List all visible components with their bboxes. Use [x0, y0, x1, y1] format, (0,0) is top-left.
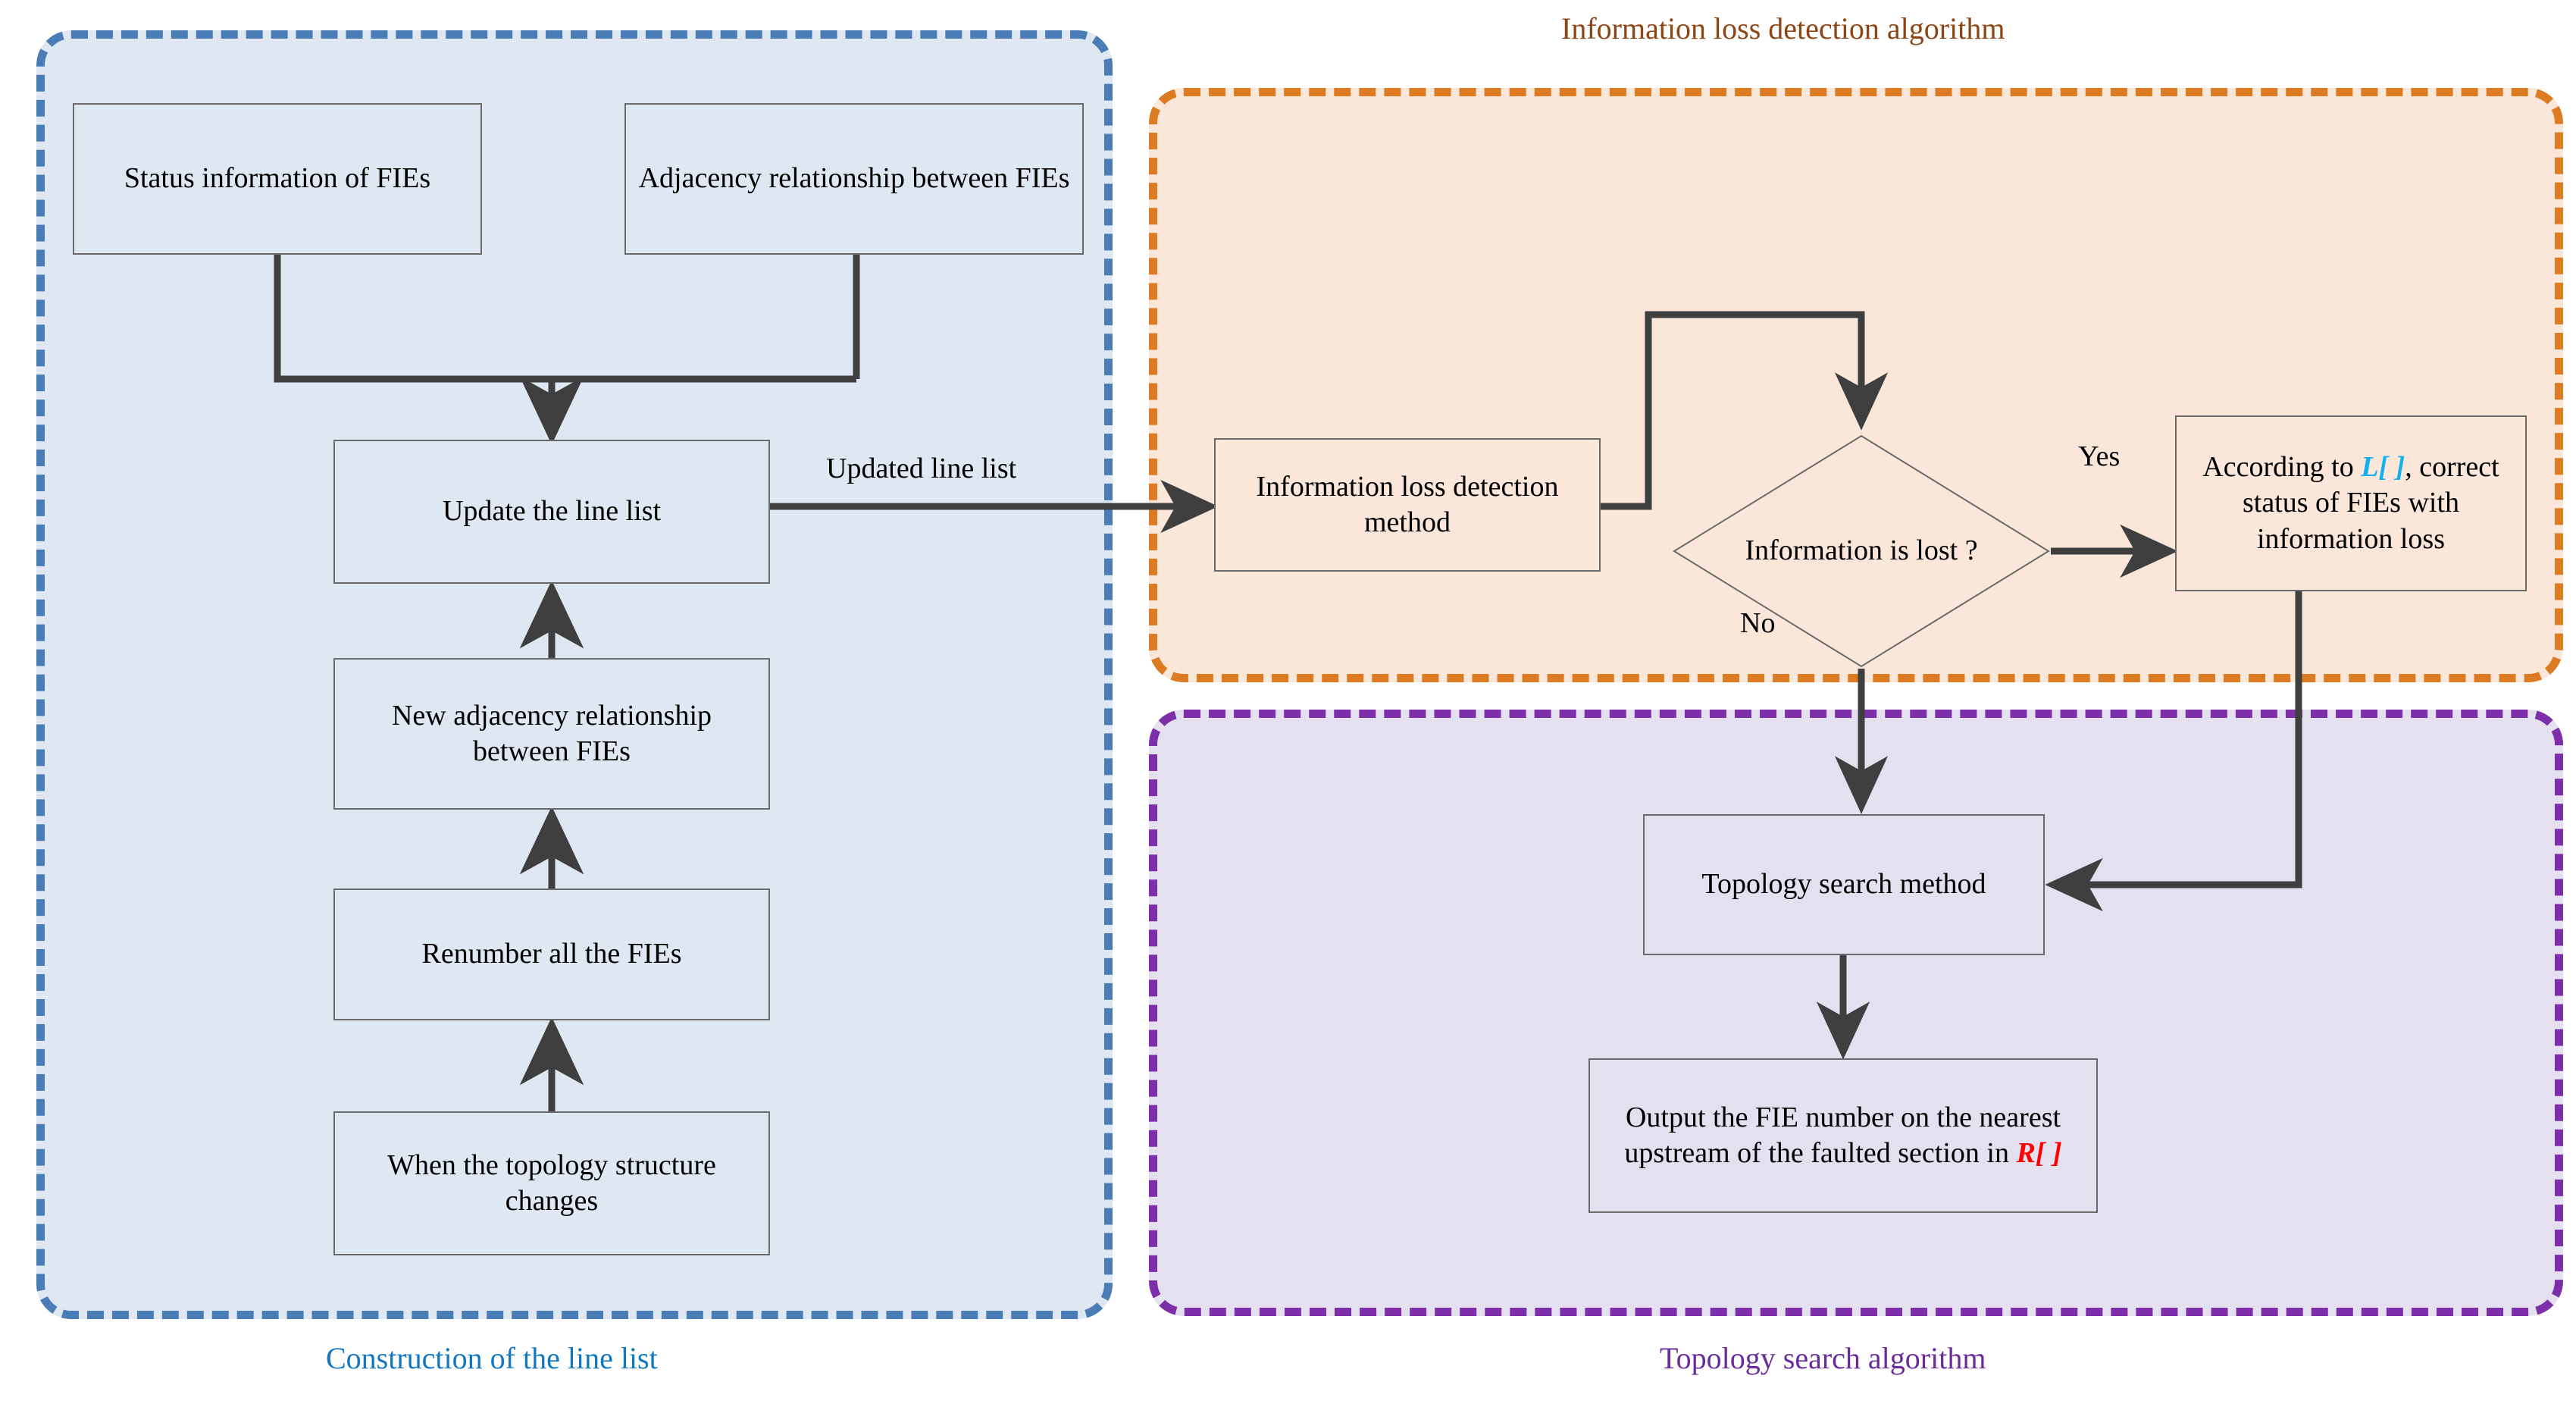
- node-decision-information-is-lost[interactable]: Information is lost ?: [1672, 434, 2051, 669]
- node-renumber-all-the-fies[interactable]: Renumber all the FIEs: [333, 888, 770, 1020]
- node-new-adjacency-relationship-between-fies[interactable]: New adjacency relationship between FIEs: [333, 658, 770, 810]
- node-decision-label: Information is lost ?: [1745, 534, 1978, 567]
- node-when-topology-structure-changes[interactable]: When the topology structure changes: [333, 1111, 770, 1255]
- edge-label-yes: Yes: [2078, 440, 2121, 472]
- according-suffix: , correct status of FIEs with informatio…: [2242, 450, 2499, 555]
- node-output-fie-number[interactable]: Output the FIE number on the nearest ups…: [1588, 1058, 2098, 1213]
- edge-label-updated-line-list: Updated line list: [826, 453, 1017, 484]
- node-information-loss-detection-method[interactable]: Information loss detection method: [1214, 438, 1601, 572]
- output-prefix: Output the FIE number on the nearest ups…: [1624, 1101, 2061, 1170]
- caption-information-loss-detection-algorithm: Information loss detection algorithm: [1561, 11, 2005, 45]
- caption-topology-search-algorithm: Topology search algorithm: [1660, 1341, 1986, 1375]
- node-according-to-l-correct-status[interactable]: According to L[ ], correct status of FIE…: [2175, 415, 2527, 591]
- according-prefix: According to: [2202, 450, 2362, 483]
- node-output-text: Output the FIE number on the nearest ups…: [1598, 1100, 2089, 1172]
- node-adjacency-relationship-between-fies[interactable]: Adjacency relationship between FIEs: [624, 103, 1084, 255]
- node-status-information-of-fies[interactable]: Status information of FIEs: [73, 103, 482, 255]
- region-topology-search: [1149, 710, 2563, 1316]
- node-topology-search-method[interactable]: Topology search method: [1643, 814, 2045, 955]
- node-update-the-line-list[interactable]: Update the line list: [333, 440, 770, 584]
- node-according-text: According to L[ ], correct status of FIE…: [2184, 450, 2518, 558]
- token-l-array: L[ ]: [2361, 450, 2405, 483]
- token-r-array: R[ ]: [2016, 1137, 2062, 1169]
- caption-construction-of-the-line-list: Construction of the line list: [326, 1341, 658, 1375]
- diamond-shape: [1673, 434, 2050, 668]
- edge-label-no: No: [1740, 607, 1776, 639]
